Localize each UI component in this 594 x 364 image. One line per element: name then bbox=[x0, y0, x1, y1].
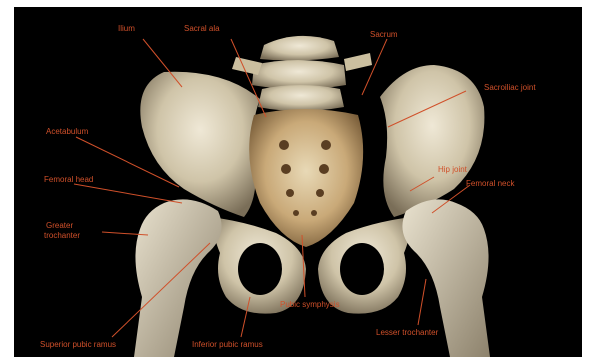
left-femur bbox=[134, 199, 222, 357]
left-ilium bbox=[140, 72, 260, 217]
anatomy-figure: Ilium Sacral ala Sacrum Sacroiliac joint… bbox=[14, 7, 582, 357]
label-sacral-ala: Sacral ala bbox=[184, 24, 220, 33]
label-acetabulum: Acetabulum bbox=[46, 127, 88, 136]
label-inferior-pubic-ramus: Inferior pubic ramus bbox=[192, 340, 263, 349]
label-lesser-trochanter: Lesser trochanter bbox=[376, 328, 438, 337]
label-superior-pubic-ramus: Superior pubic ramus bbox=[40, 340, 116, 349]
label-sacrum: Sacrum bbox=[370, 30, 398, 39]
label-ilium: Ilium bbox=[118, 24, 135, 33]
label-femoral-head: Femoral head bbox=[44, 175, 93, 184]
label-sacroiliac-joint: Sacroiliac joint bbox=[484, 83, 536, 92]
label-hip-joint: Hip joint bbox=[438, 165, 467, 174]
label-greater-trochanter-1: Greater bbox=[46, 221, 73, 230]
label-greater-trochanter-2: trochanter bbox=[44, 231, 80, 240]
label-femoral-neck: Femoral neck bbox=[466, 179, 514, 188]
sacrum-bone bbox=[249, 109, 363, 247]
right-ilium bbox=[380, 65, 484, 217]
label-pubic-symphysis: Pubic symphysis bbox=[280, 300, 340, 309]
obturator-foramina bbox=[238, 243, 384, 295]
